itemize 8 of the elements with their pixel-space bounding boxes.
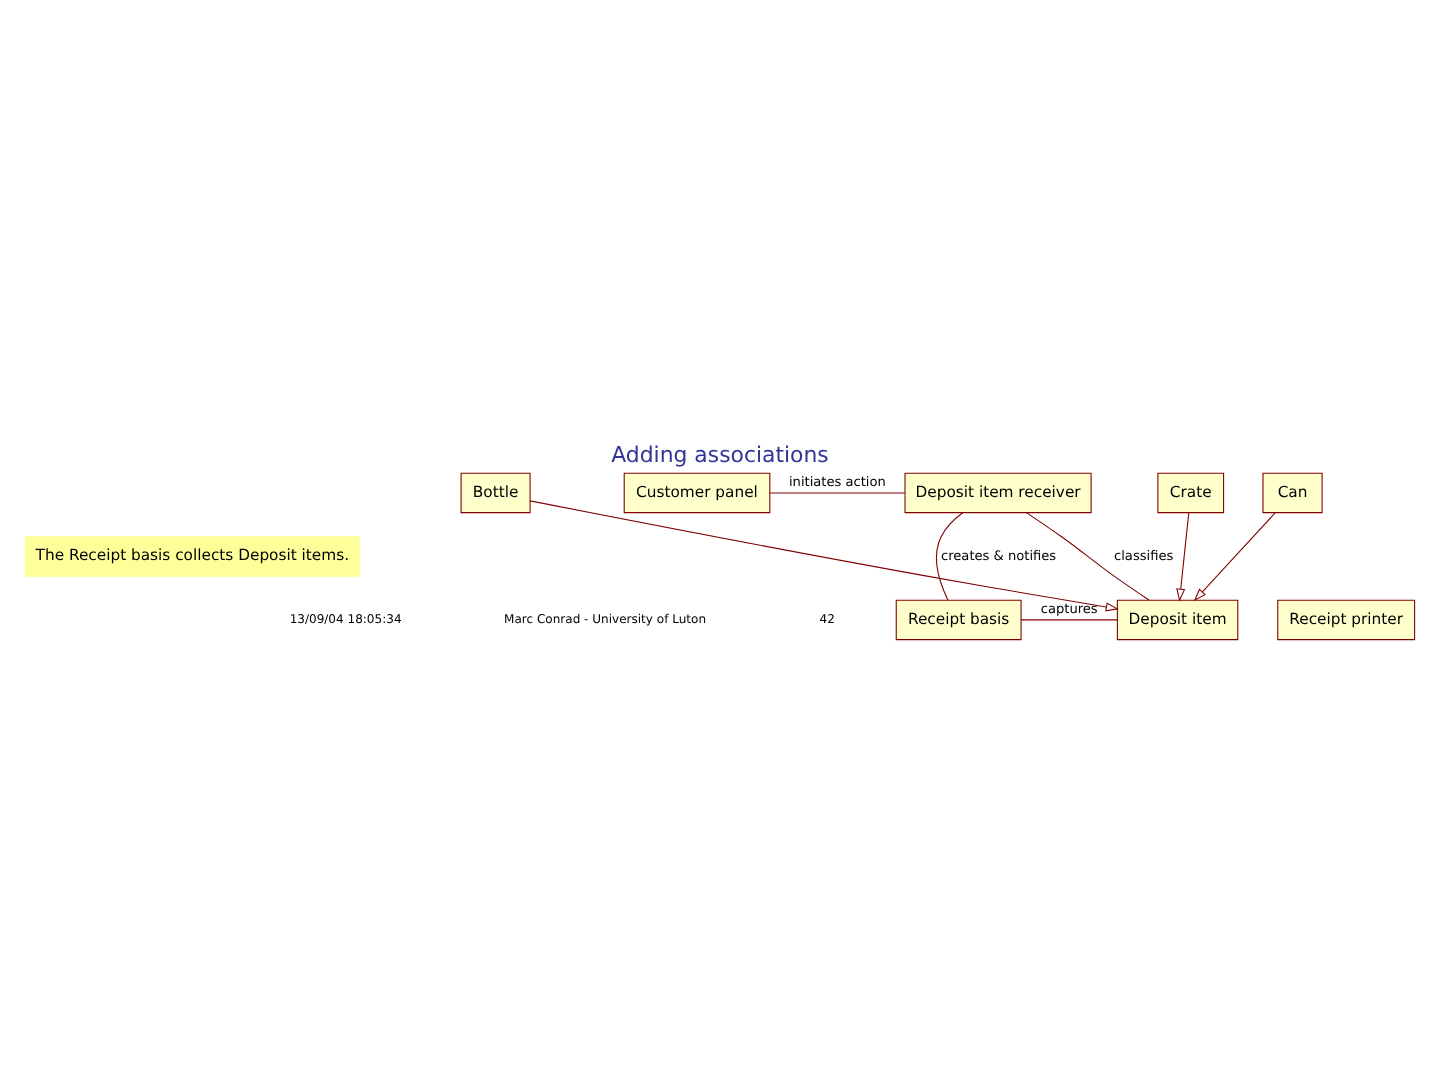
- arrow: [529, 500, 1119, 612]
- connector: [769, 492, 906, 494]
- diagram-title: Adding associations: [611, 442, 829, 469]
- arrow: [1176, 512, 1190, 602]
- connector: [936, 512, 964, 601]
- connector: [1020, 619, 1118, 621]
- arrow: [1193, 512, 1276, 602]
- connector: [1026, 512, 1150, 601]
